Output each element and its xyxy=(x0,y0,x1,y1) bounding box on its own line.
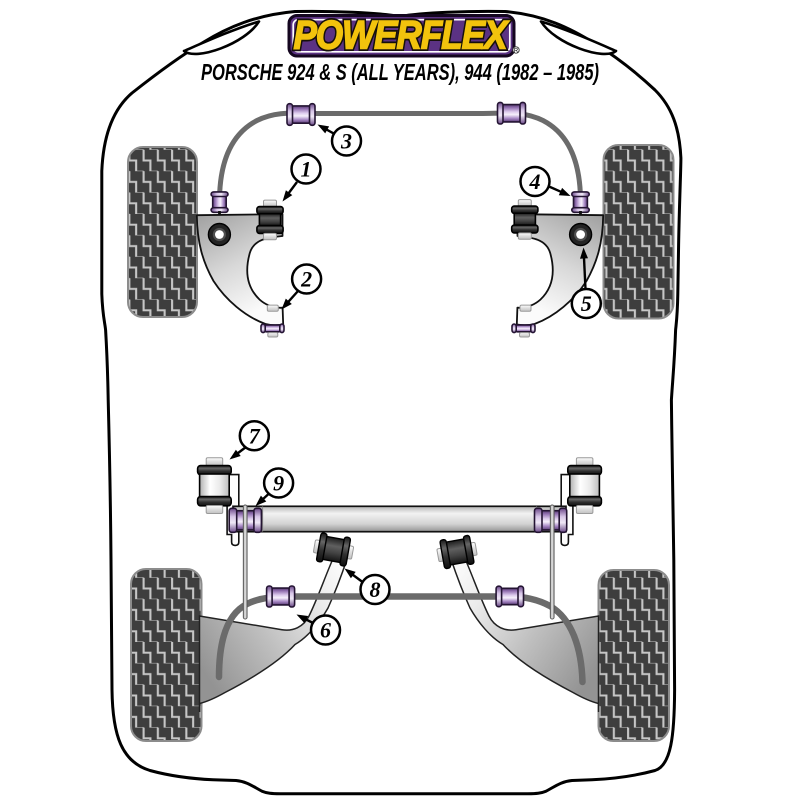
svg-text:PORSCHE 924 & S (ALL YEARS), 9: PORSCHE 924 & S (ALL YEARS), 944 (1982 –… xyxy=(201,59,599,85)
svg-text:3: 3 xyxy=(340,129,352,154)
svg-text:R: R xyxy=(514,48,519,54)
svg-text:4: 4 xyxy=(529,169,541,194)
svg-text:5: 5 xyxy=(581,291,592,316)
svg-text:1: 1 xyxy=(301,157,312,182)
svg-text:POWERFLEX: POWERFLEX xyxy=(294,14,510,58)
svg-text:POWERFLEX: POWERFLEX xyxy=(294,14,510,58)
svg-text:6: 6 xyxy=(320,618,331,643)
svg-text:7: 7 xyxy=(249,423,261,448)
svg-text:2: 2 xyxy=(300,267,312,292)
svg-text:9: 9 xyxy=(273,471,284,496)
svg-text:8: 8 xyxy=(370,577,381,602)
